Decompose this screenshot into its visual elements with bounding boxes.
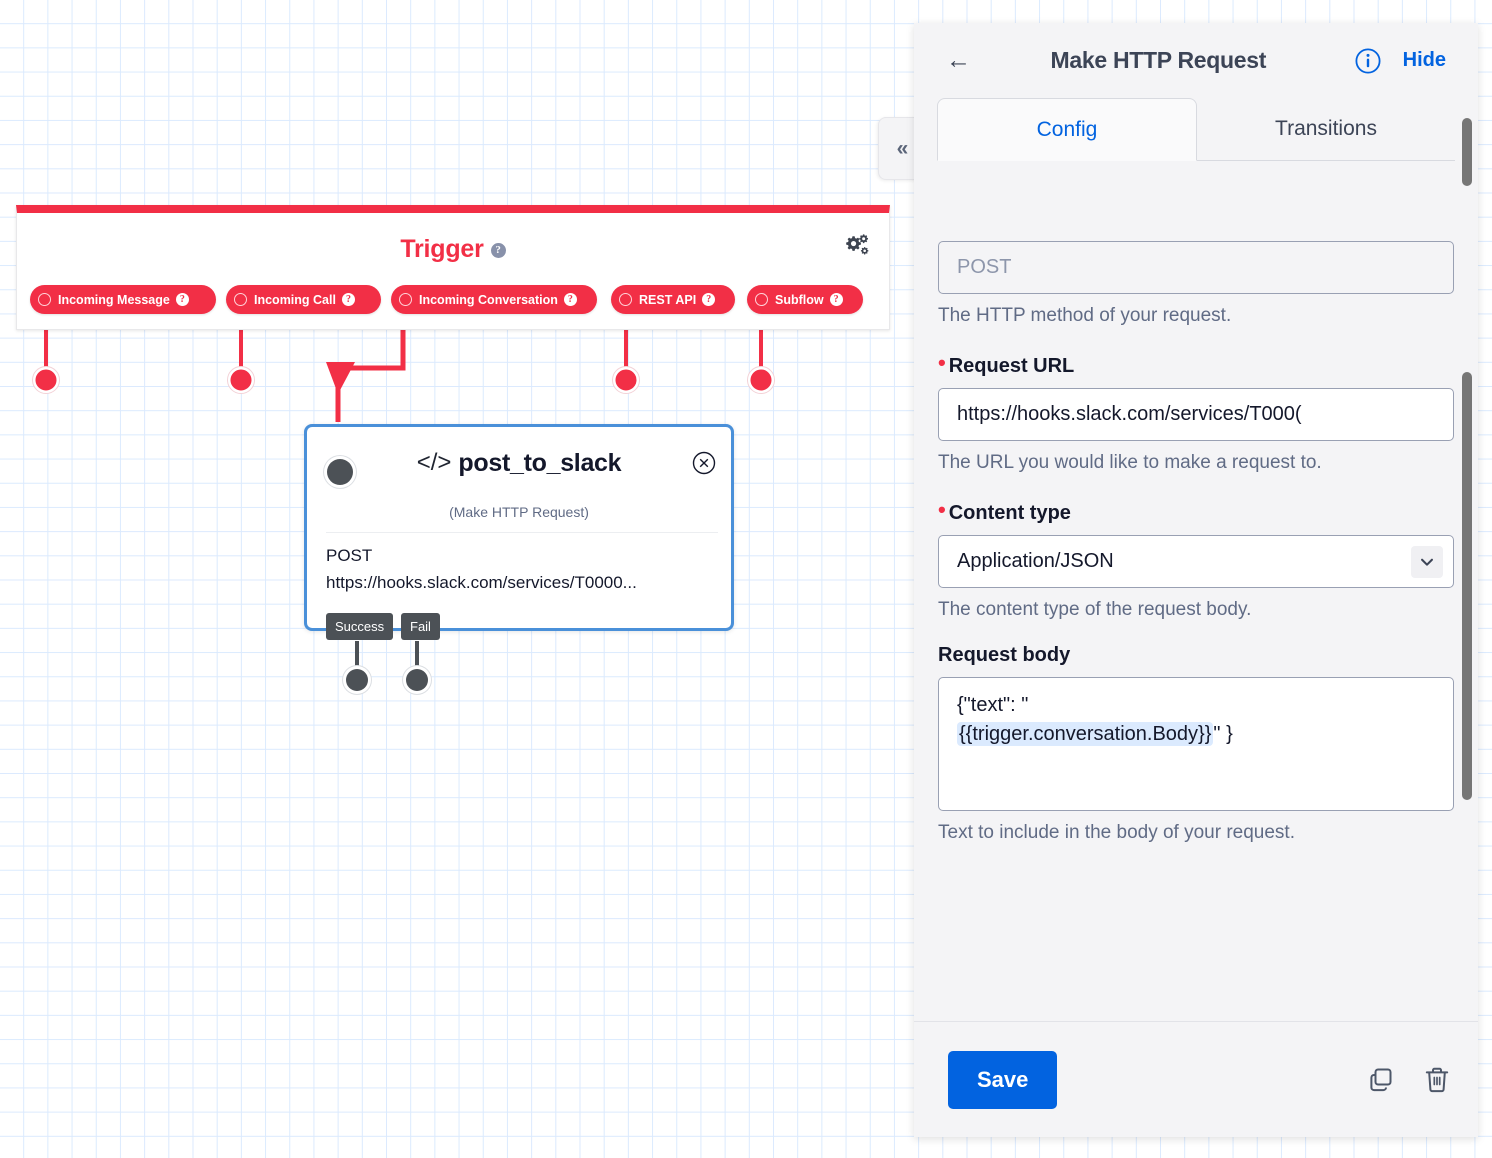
node-subtitle: (Make HTTP Request) — [449, 504, 589, 520]
info-icon[interactable] — [1355, 47, 1381, 74]
copy-icon[interactable] — [1366, 1065, 1396, 1095]
trash-icon[interactable] — [1422, 1065, 1452, 1095]
port-circle-icon[interactable] — [619, 293, 632, 306]
request-body-help: Text to include in the body of your requ… — [938, 822, 1295, 844]
config-form: POST The HTTP method of your request. •R… — [914, 221, 1478, 1043]
required-marker: • — [938, 497, 946, 523]
request-url-input[interactable]: https://hooks.slack.com/services/T000( — [938, 388, 1454, 442]
request-url-help: The URL you would like to make a request… — [938, 452, 1322, 474]
request-body-line-1: {"text": " — [957, 694, 1029, 717]
trigger-pill[interactable]: Subflow? — [747, 285, 863, 314]
hide-button[interactable]: Hide — [1402, 49, 1446, 71]
request-body-textarea[interactable]: {"text": " {{trigger.conversation.Body}}… — [938, 677, 1454, 812]
panel-title: Make HTTP Request — [1050, 47, 1267, 73]
port-circle-icon[interactable] — [755, 293, 768, 306]
config-panel: ← Make HTTP Request Hide Config Transiti… — [914, 23, 1478, 1137]
port-circle-icon[interactable] — [234, 293, 247, 306]
node-title: post_to_slack — [458, 449, 622, 477]
panel-scrollbar-top[interactable] — [1462, 118, 1472, 186]
help-icon[interactable]: ? — [563, 293, 577, 306]
trigger-pill[interactable]: Incoming Call? — [226, 285, 381, 314]
trigger-pill[interactable]: REST API? — [611, 285, 735, 314]
content-type-select[interactable]: Application/JSON — [938, 535, 1454, 589]
request-url-label-text: Request URL — [948, 355, 1075, 378]
help-icon[interactable]: ? — [829, 293, 843, 306]
content-type-help: The content type of the request body. — [938, 599, 1252, 621]
request-body-tail: " } — [1213, 722, 1233, 745]
liquid-token: {{trigger.conversation.Body}} — [957, 721, 1214, 746]
tab-transitions[interactable]: Transitions — [1275, 117, 1377, 140]
trigger-pill-label: Subflow — [775, 292, 824, 307]
help-icon[interactable]: ? — [490, 243, 506, 258]
help-icon[interactable]: ? — [702, 293, 716, 306]
request-body-line-2: {{trigger.conversation.Body}}" } — [957, 720, 1435, 748]
panel-header: ← Make HTTP Request Hide — [914, 23, 1478, 98]
content-type-select-wrap: Application/JSON — [938, 535, 1454, 589]
http-method-help: The HTTP method of your request. — [938, 305, 1232, 326]
node-url: https://hooks.slack.com/services/T0000..… — [326, 573, 637, 593]
panel-scrollbar-main[interactable] — [1462, 372, 1472, 800]
node-method: POST — [326, 546, 373, 565]
request-body-label: Request body — [938, 644, 1071, 667]
node-output-fail[interactable]: Fail — [401, 613, 440, 640]
trigger-pill[interactable]: Incoming Conversation? — [391, 285, 597, 314]
trigger-pill-label: REST API — [639, 292, 697, 307]
tab-config[interactable]: Config — [937, 98, 1197, 161]
content-type-label: •Content type — [938, 497, 1454, 525]
help-icon[interactable]: ? — [175, 293, 189, 306]
trigger-pill-label: Incoming Message — [58, 292, 170, 307]
chevron-down-icon[interactable] — [1411, 546, 1443, 579]
panel-tabs: Config Transitions — [937, 98, 1455, 161]
code-icon: </> — [416, 449, 452, 476]
node-output-success-port[interactable] — [346, 669, 368, 691]
node-output-success[interactable]: Success — [326, 613, 394, 640]
help-icon[interactable]: ? — [341, 293, 355, 306]
divider — [326, 532, 718, 533]
gears-icon[interactable] — [845, 233, 871, 259]
node-output-fail-port[interactable] — [406, 669, 428, 691]
trigger-pill-label: Incoming Call — [254, 292, 336, 307]
back-arrow-icon[interactable]: ← — [946, 46, 971, 74]
port-circle-icon[interactable] — [38, 293, 51, 306]
page-title: Trigger — [400, 235, 484, 263]
node-title-row: </>post_to_slack — [307, 449, 731, 478]
node-summary: POST https://hooks.slack.com/services/T0… — [326, 542, 720, 596]
save-button[interactable]: Save — [948, 1050, 1058, 1109]
close-icon[interactable] — [692, 451, 716, 475]
request-url-label: •Request URL — [938, 350, 1454, 378]
required-marker: • — [938, 350, 946, 376]
trigger-pill[interactable]: Incoming Message? — [30, 285, 216, 314]
trigger-pill-label: Incoming Conversation — [419, 292, 558, 307]
node-input-port[interactable] — [327, 459, 353, 485]
http-method-input[interactable]: POST — [938, 241, 1454, 294]
content-type-label-text: Content type — [948, 502, 1071, 525]
node-post-to-slack[interactable]: </>post_to_slack (Make HTTP Request) POS… — [304, 424, 734, 631]
port-circle-icon[interactable] — [399, 293, 412, 306]
panel-footer: Save — [914, 1021, 1478, 1137]
trigger-title-row: Trigger? — [17, 235, 889, 264]
